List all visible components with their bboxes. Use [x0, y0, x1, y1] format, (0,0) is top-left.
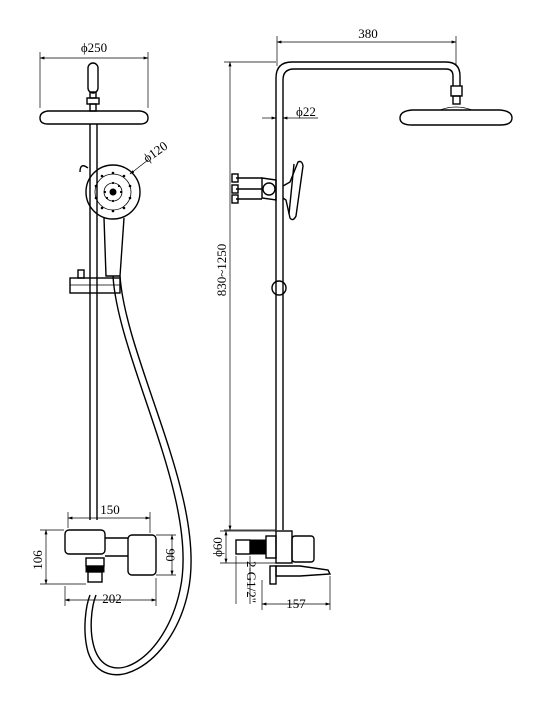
mixer-height-label: 106	[30, 550, 45, 570]
mixer-width-label: 150	[100, 502, 120, 517]
handheld-diameter-dimension: ϕ120	[129, 138, 170, 175]
spout-projection-label: 157	[286, 596, 306, 611]
inlet-diameter-label: ϕ60	[210, 537, 225, 557]
connection-thread-label: 2-G1/2"	[244, 561, 259, 603]
body-height-dimension: 90	[156, 534, 178, 576]
handheld-diameter-label: ϕ120	[140, 138, 170, 165]
side-view: 380 ϕ22	[210, 26, 513, 611]
shower-hose	[84, 275, 192, 676]
arm-length-dimension: 380	[276, 26, 457, 66]
slide-holder	[69, 269, 121, 294]
mixer-height-dimension: 106	[30, 529, 86, 585]
overhead-shower-head	[39, 62, 149, 125]
spout-depth-dimension: 202	[64, 578, 157, 606]
pipe-diameter-dimension: ϕ22	[262, 104, 318, 120]
pipe-diameter-label: ϕ22	[296, 104, 316, 119]
body-height-label: 90	[163, 549, 178, 562]
slide-rail	[89, 124, 98, 520]
head-diameter-dimension: ϕ250	[39, 40, 149, 108]
hand-shower	[79, 164, 141, 277]
inlet-diameter-dimension: ϕ60	[210, 530, 276, 564]
adjustable-height-dimension: 830~1250	[214, 61, 276, 531]
mixer-width-dimension: 150	[67, 502, 151, 533]
slider-knob	[271, 280, 287, 296]
adjustable-height-label: 830~1250	[214, 244, 229, 297]
front-view: ϕ250 ϕ120	[30, 40, 192, 676]
hand-shower-side	[231, 160, 304, 221]
arm-length-label: 380	[358, 26, 378, 41]
mixer-side	[235, 530, 332, 585]
riser-pipe	[275, 61, 461, 530]
head-diameter-label: ϕ250	[81, 40, 107, 55]
side-shower-head	[399, 85, 513, 126]
thermostatic-mixer	[64, 529, 157, 583]
connection-thread-dimension: 2-G1/2"	[235, 556, 259, 604]
spout-depth-label: 202	[102, 591, 122, 606]
spout-projection-dimension: 157	[261, 576, 331, 611]
